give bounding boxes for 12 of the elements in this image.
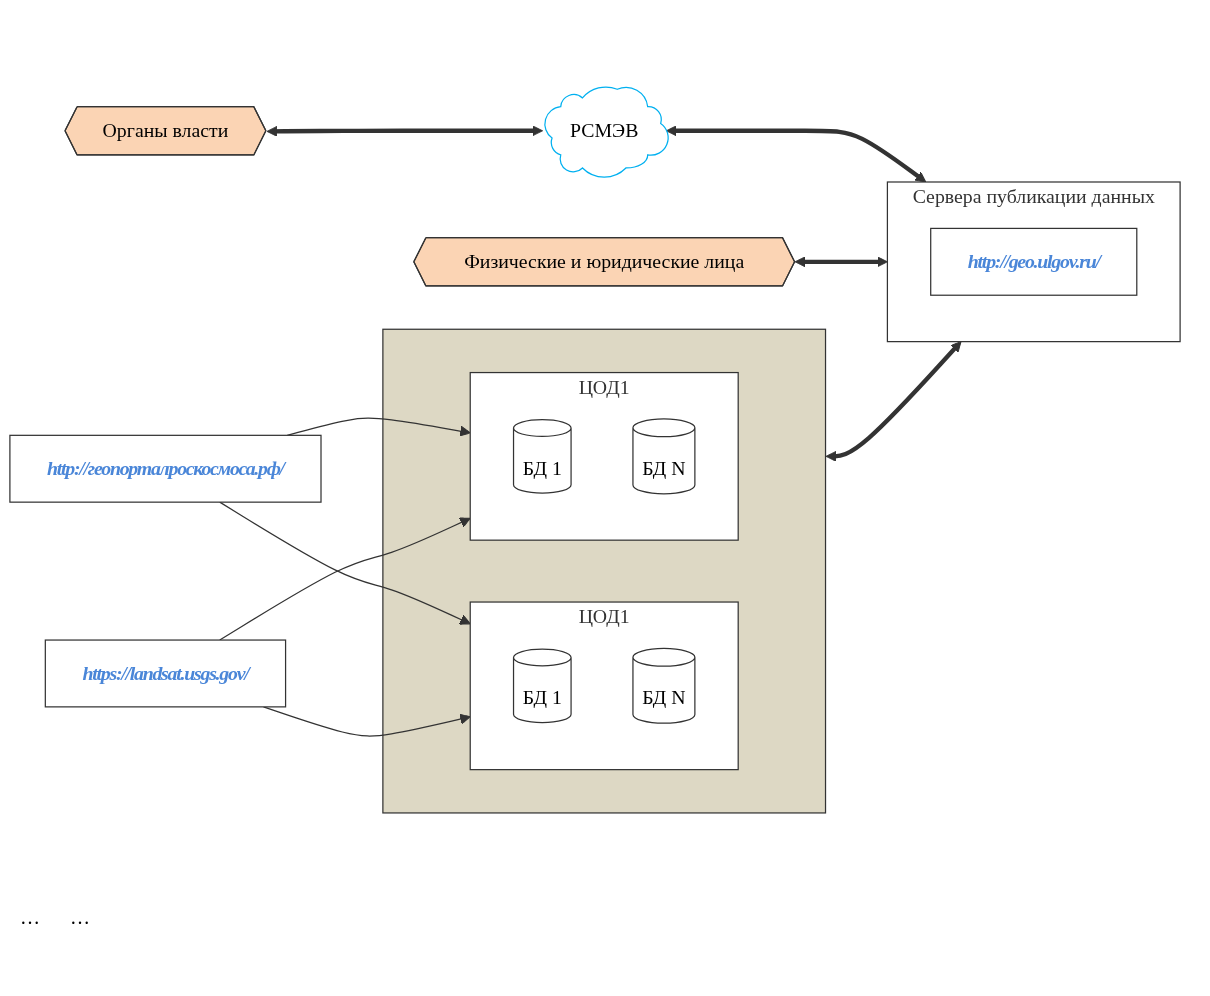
- ellipsis-label: …: [70, 906, 90, 929]
- cluster: [382, 328, 827, 814]
- arrow: [665, 125, 927, 183]
- arrow: [266, 125, 544, 137]
- node-box: http://геопорталроскосмоса.рф/: [9, 434, 322, 503]
- node-box: http://geo.ulgov.ru/: [930, 227, 1138, 296]
- arrow: [825, 341, 962, 462]
- arrow: [219, 501, 471, 625]
- ellipsis-label: …: [20, 906, 40, 929]
- arrow: [794, 256, 888, 268]
- node-box: https://landsat.usgs.gov/: [44, 639, 287, 708]
- arrow: [219, 517, 471, 641]
